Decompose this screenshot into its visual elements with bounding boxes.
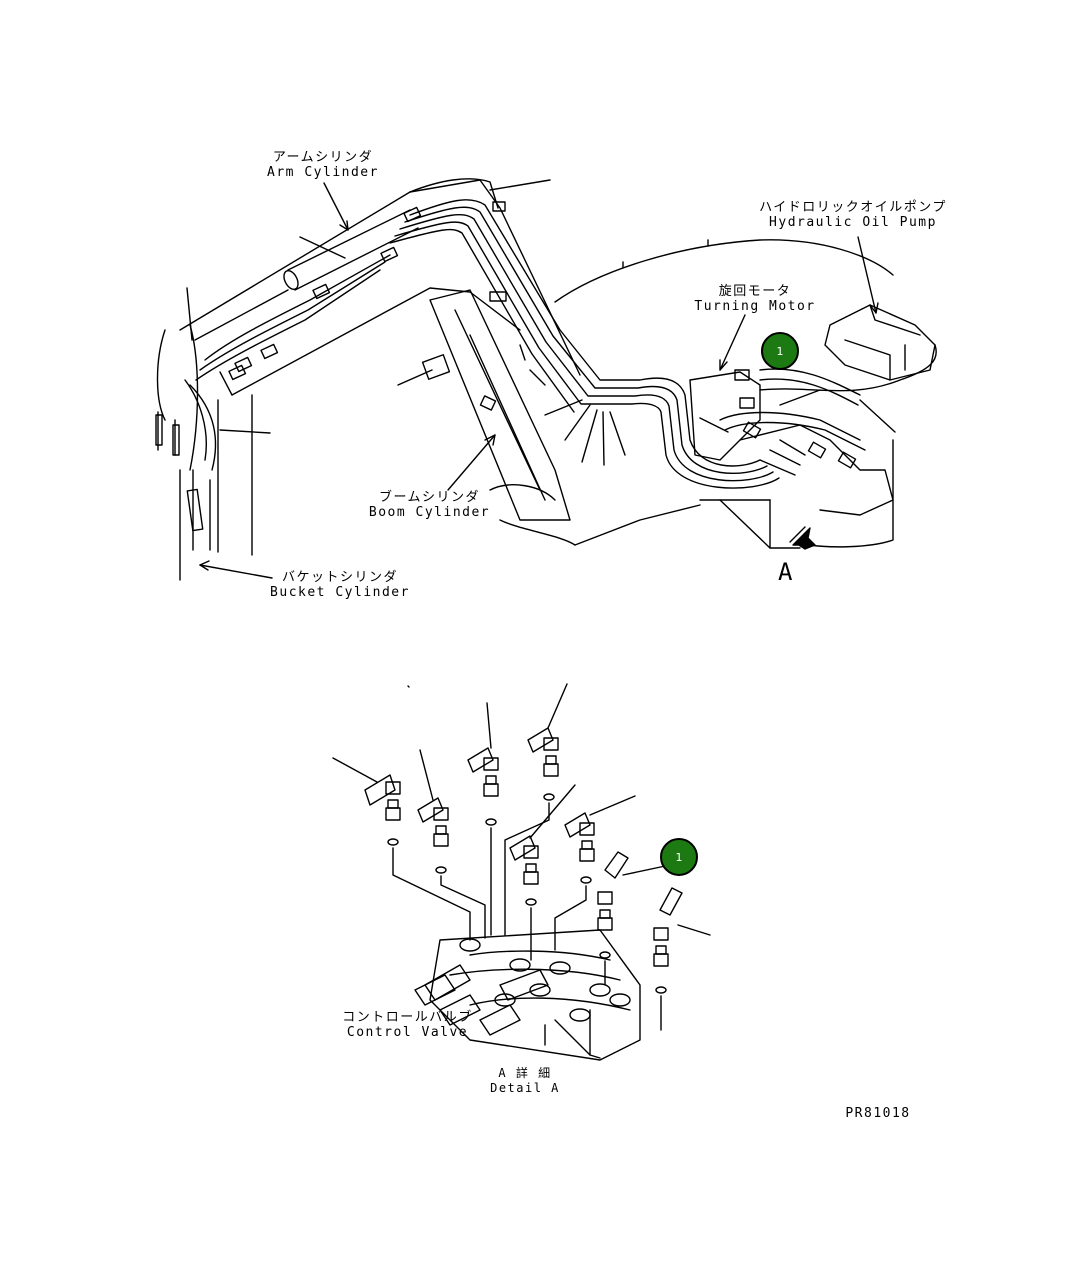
turning-motor-label: 旋回モータ Turning Motor (690, 284, 820, 314)
boom-cylinder-label-en: Boom Cylinder (368, 505, 491, 520)
arm-cylinder-label: アームシリンダ Arm Cylinder (258, 150, 388, 180)
turning-motor-area (689, 344, 937, 516)
arm-structure (156, 179, 581, 581)
leader-lines-top (186, 179, 896, 549)
arm-cylinder (194, 209, 419, 341)
arm-cylinder-label-en: Arm Cylinder (267, 165, 379, 180)
control-valve-label-en: Control Valve (346, 1025, 469, 1040)
hydraulic-oil-pump-label-en: Hydraulic Oil Pump (769, 215, 937, 230)
leader-lines-detail (332, 683, 711, 1031)
control-valve-label-jp: コントロールバルブ (342, 1010, 473, 1025)
view-a-letter: A (778, 558, 793, 586)
bucket-cylinder-label-jp: バケットシリンダ (281, 570, 398, 585)
turning-motor-label-jp: 旋回モータ (718, 284, 792, 299)
boom-cylinder (421, 289, 701, 546)
view-a-arrow (789, 526, 816, 550)
fittings-top (155, 201, 755, 456)
control-valve-body (414, 929, 641, 1061)
hose-bundle (184, 178, 780, 489)
elbow-hoses-detail (364, 727, 683, 967)
bucket-cylinder-label: バケットシリンダ Bucket Cylinder (270, 570, 410, 600)
hydraulic-oil-pump-label: ハイドロリックオイルポンプ Hydraulic Oil Pump (758, 200, 948, 230)
part-callout-1-top[interactable]: 1 (761, 332, 799, 370)
hydraulic-oil-pump (824, 304, 936, 381)
detail-a-label: A 詳 細 Detail A (480, 1066, 570, 1096)
turning-motor-label-en: Turning Motor (694, 299, 816, 314)
boom-cylinder-label-jp: ブームシリンダ (378, 490, 481, 505)
upper-structure-frame (554, 239, 894, 549)
bucket-cylinder-label-en: Bucket Cylinder (270, 585, 410, 600)
detail-a-label-jp: A 詳 細 (498, 1066, 552, 1080)
drawing-number: PR81018 (845, 1106, 911, 1121)
control-valve-label: コントロールバルブ Control Valve (340, 1010, 475, 1040)
o-rings-detail (387, 793, 667, 994)
boom-cylinder-label: ブームシリンダ Boom Cylinder (362, 490, 497, 520)
hydraulic-oil-pump-label-jp: ハイドロリックオイルポンプ (759, 200, 947, 215)
arm-cylinder-label-jp: アームシリンダ (272, 150, 374, 165)
part-callout-1-detail[interactable]: 1 (660, 838, 698, 876)
label-arrows-top (199, 182, 879, 579)
detail-a-label-en: Detail A (490, 1081, 560, 1095)
